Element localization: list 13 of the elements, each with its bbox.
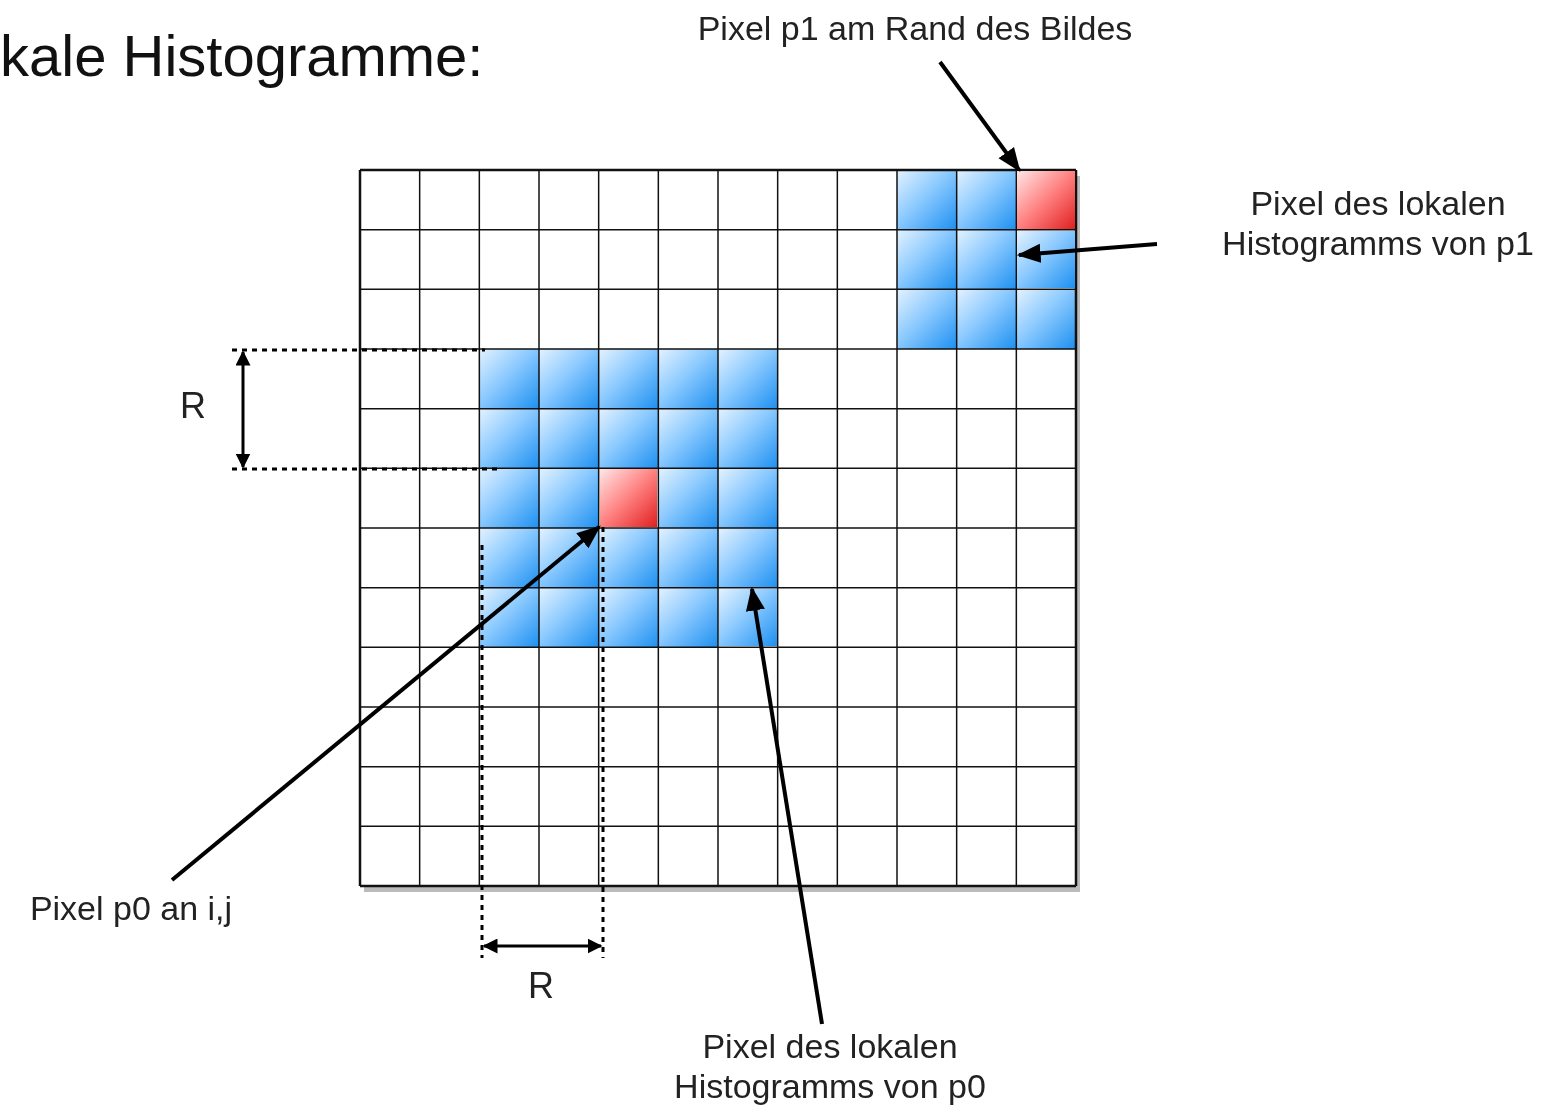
- dimension-label: R: [180, 385, 206, 427]
- callout-text: Pixel p1 am Rand des Bildes: [640, 8, 1190, 48]
- pixel-cell: [1017, 171, 1075, 229]
- callout-text: Pixel p0 an i,j: [0, 888, 262, 928]
- leader-line: [170, 525, 601, 882]
- leader-line: [1016, 242, 1158, 263]
- pixel-cell: [599, 469, 658, 527]
- dimension-label: R: [528, 965, 554, 1007]
- callout-text: Pixel des lokalen Histogramms von p0: [630, 1026, 1030, 1106]
- leader-line: [938, 60, 1021, 172]
- leader-line: [745, 586, 824, 1025]
- title: kale Histogramme:: [0, 22, 484, 89]
- callout-text: Pixel des lokalen Histogramms von p1: [1190, 183, 1566, 263]
